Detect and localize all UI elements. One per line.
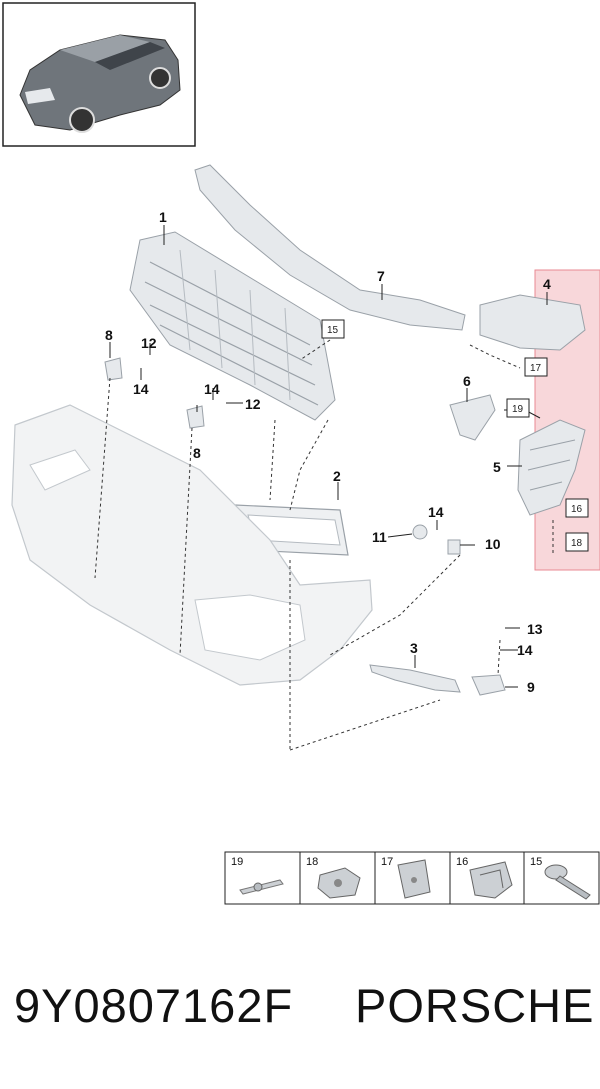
- svg-text:17: 17: [530, 363, 542, 374]
- callout-14-b: 14: [204, 381, 220, 397]
- rivet-icon: [239, 879, 284, 895]
- part-8b-clip: [186, 405, 205, 429]
- part-4-bracket: [479, 294, 586, 351]
- callout-14-d: 14: [517, 642, 533, 658]
- part-1-grille: [129, 231, 336, 421]
- assembly-guide-lines: [94, 339, 554, 751]
- svg-text:15: 15: [327, 325, 339, 336]
- part-8a-clip: [104, 357, 123, 381]
- callout-11: 11: [372, 529, 387, 545]
- callout-12-a: 12: [141, 335, 157, 351]
- ref-box-16: 16: [565, 498, 589, 518]
- svg-text:19: 19: [512, 404, 524, 415]
- callout-12-b: 12: [245, 396, 261, 412]
- legend-num-16: 16: [456, 856, 468, 868]
- callout-13: 13: [527, 621, 543, 637]
- part-9-clip: [471, 674, 506, 696]
- ref-box-17: 17: [524, 357, 548, 377]
- brand-name: PORSCHE: [355, 979, 595, 1032]
- callout-4: 4: [543, 276, 551, 292]
- retainer-clip-icon: [469, 861, 513, 899]
- leader-lines: [109, 225, 548, 688]
- callout-8-a: 8: [105, 327, 113, 343]
- callout-14-a: 14: [133, 381, 149, 397]
- legend-num-17: 17: [381, 856, 393, 868]
- part-10-sensor: [447, 539, 461, 555]
- callout-5: 5: [493, 459, 501, 475]
- screw-icon: [544, 864, 591, 900]
- vehicle-thumbnail-car: [19, 34, 181, 133]
- callout-2: 2: [333, 468, 341, 484]
- part-5-side-grille: [517, 419, 586, 516]
- ref-box-19: 19: [506, 398, 530, 418]
- part-number: 9Y0807162F: [14, 979, 294, 1032]
- bumper-cover: [11, 404, 373, 686]
- part-3-trim-strip: [369, 664, 461, 693]
- callout-9: 9: [527, 679, 535, 695]
- svg-text:16: 16: [571, 504, 583, 515]
- ref-box-15: 15: [321, 319, 345, 339]
- legend-num-19: 19: [231, 856, 243, 868]
- bracket-clip-icon: [397, 859, 431, 899]
- callout-1: 1: [159, 209, 167, 225]
- footer: 9Y0807162F PORSCHE: [0, 978, 600, 1048]
- fastener-legend: 19 18 17 16 15: [224, 851, 600, 905]
- callout-10: 10: [485, 536, 501, 552]
- callout-6: 6: [463, 373, 471, 389]
- svg-text:18: 18: [571, 538, 583, 549]
- callout-8-b: 8: [193, 445, 201, 461]
- callout-14-c: 14: [428, 504, 444, 520]
- ref-box-18: 18: [565, 532, 589, 552]
- part-11-connector: [412, 524, 428, 540]
- callout-7: 7: [377, 268, 385, 284]
- callout-3: 3: [410, 640, 418, 656]
- legend-num-18: 18: [306, 856, 318, 868]
- part-6-trim: [449, 394, 496, 441]
- legend-num-15: 15: [530, 856, 542, 868]
- clip-nut-icon: [317, 867, 361, 899]
- part-7-absorber: [194, 164, 466, 331]
